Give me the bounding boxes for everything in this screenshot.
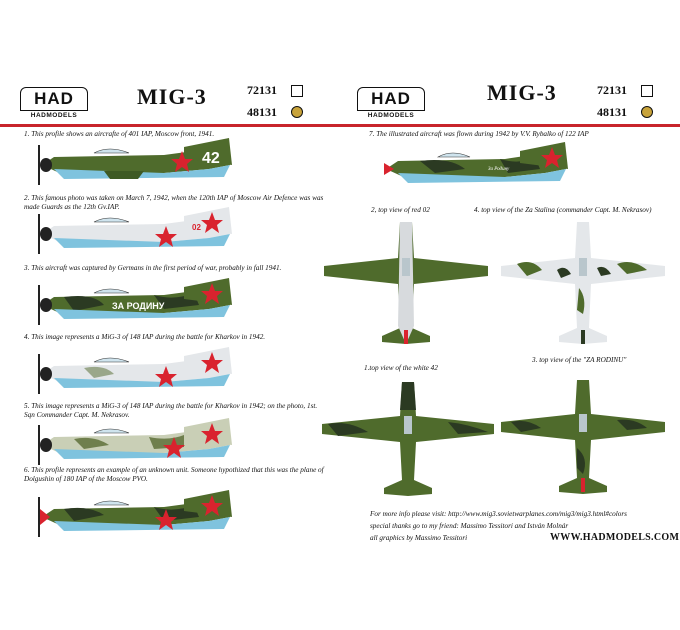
- topview-caption-zastalina: 4. top view of the Za Stalina (commander…: [474, 206, 652, 214]
- topview-aircraft-zastalina: [501, 222, 665, 344]
- profile-caption-3: 3. This aircraft was captured by Germans…: [24, 264, 282, 272]
- profile-caption-6: 6. This profile represents an example of…: [24, 466, 324, 483]
- profile-caption-7: 7. The illustrated aircraft was flown du…: [369, 130, 589, 138]
- profile-aircraft-2: 02: [38, 207, 232, 254]
- scale-code-48: 48131: [597, 105, 627, 119]
- scale-checkbox-48: [291, 106, 303, 118]
- topview-aircraft-red02: [324, 222, 488, 344]
- header-divider: [0, 124, 680, 127]
- footer-info-line: For more info please visit: http://www.m…: [370, 510, 627, 518]
- footer-thanks-line: special thanks go to my friend: Massimo …: [370, 522, 569, 530]
- topview-caption-zarodinu: 3. top view of the "ZA RODINU": [532, 356, 627, 364]
- scale-checkbox-48: [641, 106, 653, 118]
- scale-code-48: 48131: [247, 105, 277, 119]
- profile-caption-2: 2. This famous photo was taken on March …: [24, 194, 324, 211]
- profile-aircraft-5: [38, 418, 232, 465]
- fuselage-slogan: За Родину: [488, 167, 510, 172]
- scale-code-72: 72131: [247, 83, 277, 97]
- profile-aircraft-3: ЗА РОДИНУ: [38, 278, 232, 325]
- page-title-right: MIG-3: [487, 80, 557, 105]
- topview-aircraft-white42: [322, 382, 494, 496]
- page-title-left: MIG-3: [137, 84, 207, 109]
- profile-aircraft-4: [38, 347, 232, 394]
- fuselage-slogan: ЗА РОДИНУ: [112, 301, 165, 311]
- scale-code-72: 72131: [597, 83, 627, 97]
- hadmodels-logo-left: HAD HADMODELS: [20, 87, 88, 119]
- profile-aircraft-1: 42: [38, 138, 232, 185]
- logo-mark: HAD: [357, 87, 425, 111]
- profile-caption-5: 5. This image represents a MiG-3 of 148 …: [24, 402, 318, 419]
- website-url[interactable]: WWW.HADMODELS.COM: [550, 532, 680, 543]
- footer-graphics-line: all graphics by Massimo Tessitori: [370, 534, 468, 542]
- logo-sub: HADMODELS: [367, 112, 415, 119]
- tail-number: 42: [202, 150, 220, 167]
- scale-checkbox-72: [291, 85, 303, 97]
- topview-caption-white42: 1.top view of the white 42: [364, 364, 438, 372]
- hadmodels-logo-right: HAD HADMODELS: [357, 87, 425, 119]
- profile-aircraft-6: [38, 490, 232, 537]
- tail-number: 02: [192, 223, 201, 232]
- profile-caption-1: 1. This profile shows an aircrafte of 40…: [24, 130, 215, 138]
- logo-mark: HAD: [20, 87, 88, 111]
- logo-sub: HADMODELS: [30, 112, 78, 119]
- scale-checkbox-72: [641, 85, 653, 97]
- profile-aircraft-7: За Родину: [384, 142, 568, 183]
- profile-caption-4: 4. This image represents a MiG-3 of 148 …: [24, 333, 266, 341]
- topview-caption-red02: 2, top view of red 02: [371, 206, 430, 214]
- topview-aircraft-zarodinu: [501, 380, 665, 494]
